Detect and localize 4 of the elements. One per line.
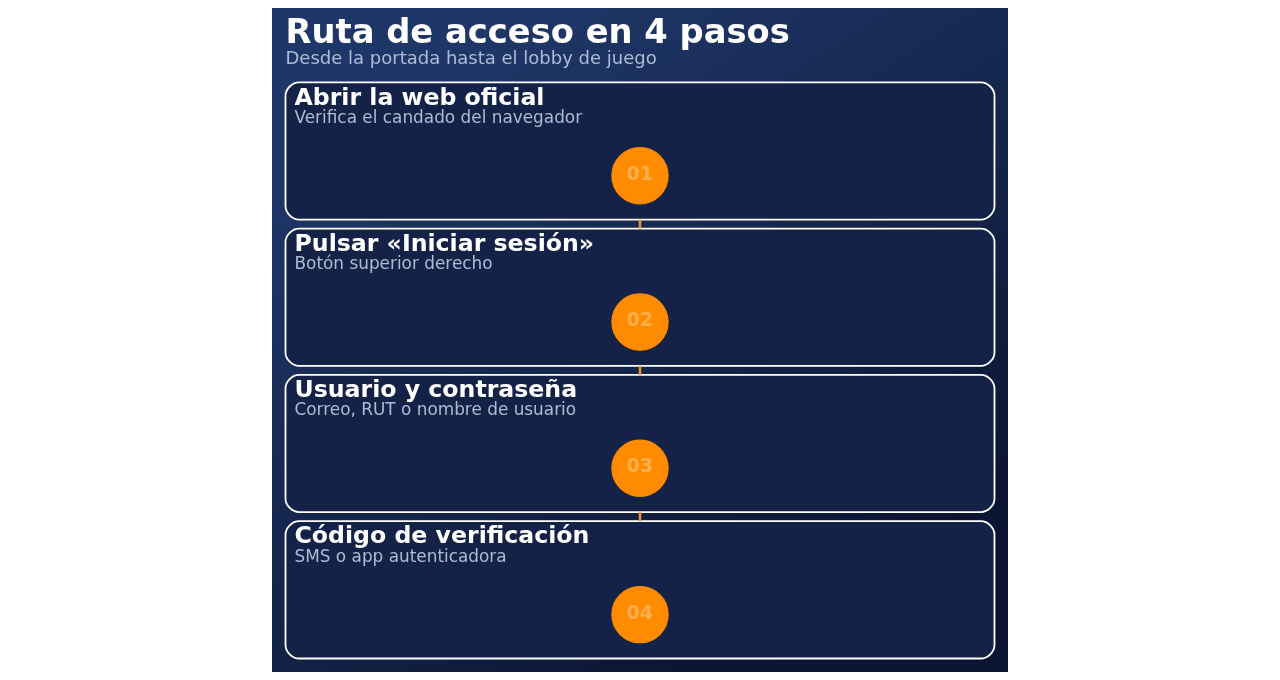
- node-circle: 03: [611, 439, 669, 497]
- node-circle: 02: [611, 293, 669, 351]
- node-circle: 04: [611, 585, 669, 644]
- node-circle: 01: [611, 147, 669, 205]
